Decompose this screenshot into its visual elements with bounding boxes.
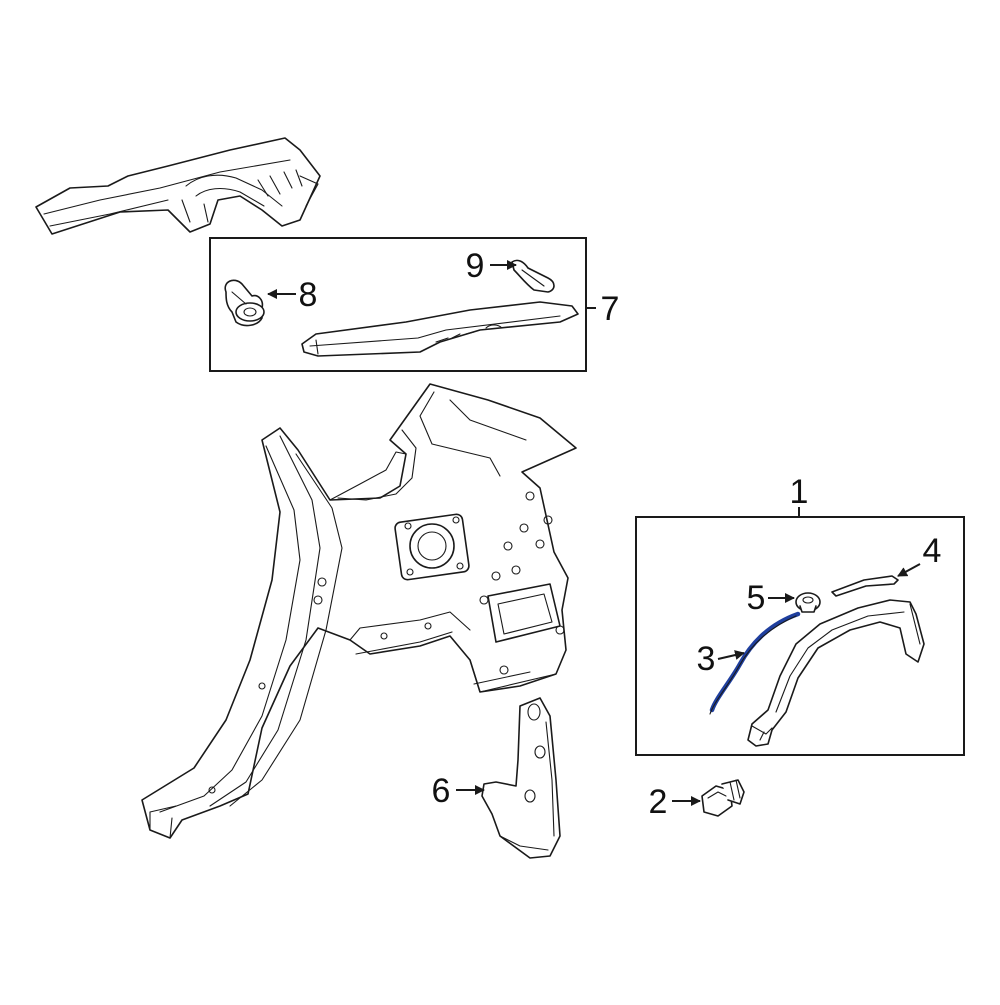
callout-3: 3 xyxy=(697,640,716,678)
part-4-strip xyxy=(831,575,899,597)
part-5-clip xyxy=(795,592,821,613)
leader-4 xyxy=(897,563,921,577)
part-1-flare xyxy=(747,599,925,747)
group-box-7 xyxy=(209,237,587,372)
part-7-molding xyxy=(301,301,579,357)
roof-side-rail-panel xyxy=(35,137,321,235)
callout-4: 4 xyxy=(923,532,942,570)
callout-5: 5 xyxy=(747,579,766,617)
leader-3 xyxy=(717,650,745,660)
part-9-clip xyxy=(511,259,555,293)
part-8-clip xyxy=(224,279,265,327)
part-6-mud-guard xyxy=(481,697,561,859)
callout-7: 7 xyxy=(601,290,620,328)
quarter-inner-panel xyxy=(141,383,577,839)
part-2-bolt xyxy=(701,779,745,817)
callout-6: 6 xyxy=(432,772,451,810)
part-3-seal xyxy=(709,611,801,715)
callout-1: 1 xyxy=(790,473,809,511)
callout-9: 9 xyxy=(466,247,485,285)
leader-lines xyxy=(267,260,921,806)
callout-8: 8 xyxy=(299,276,318,314)
callout-2: 2 xyxy=(649,783,668,821)
